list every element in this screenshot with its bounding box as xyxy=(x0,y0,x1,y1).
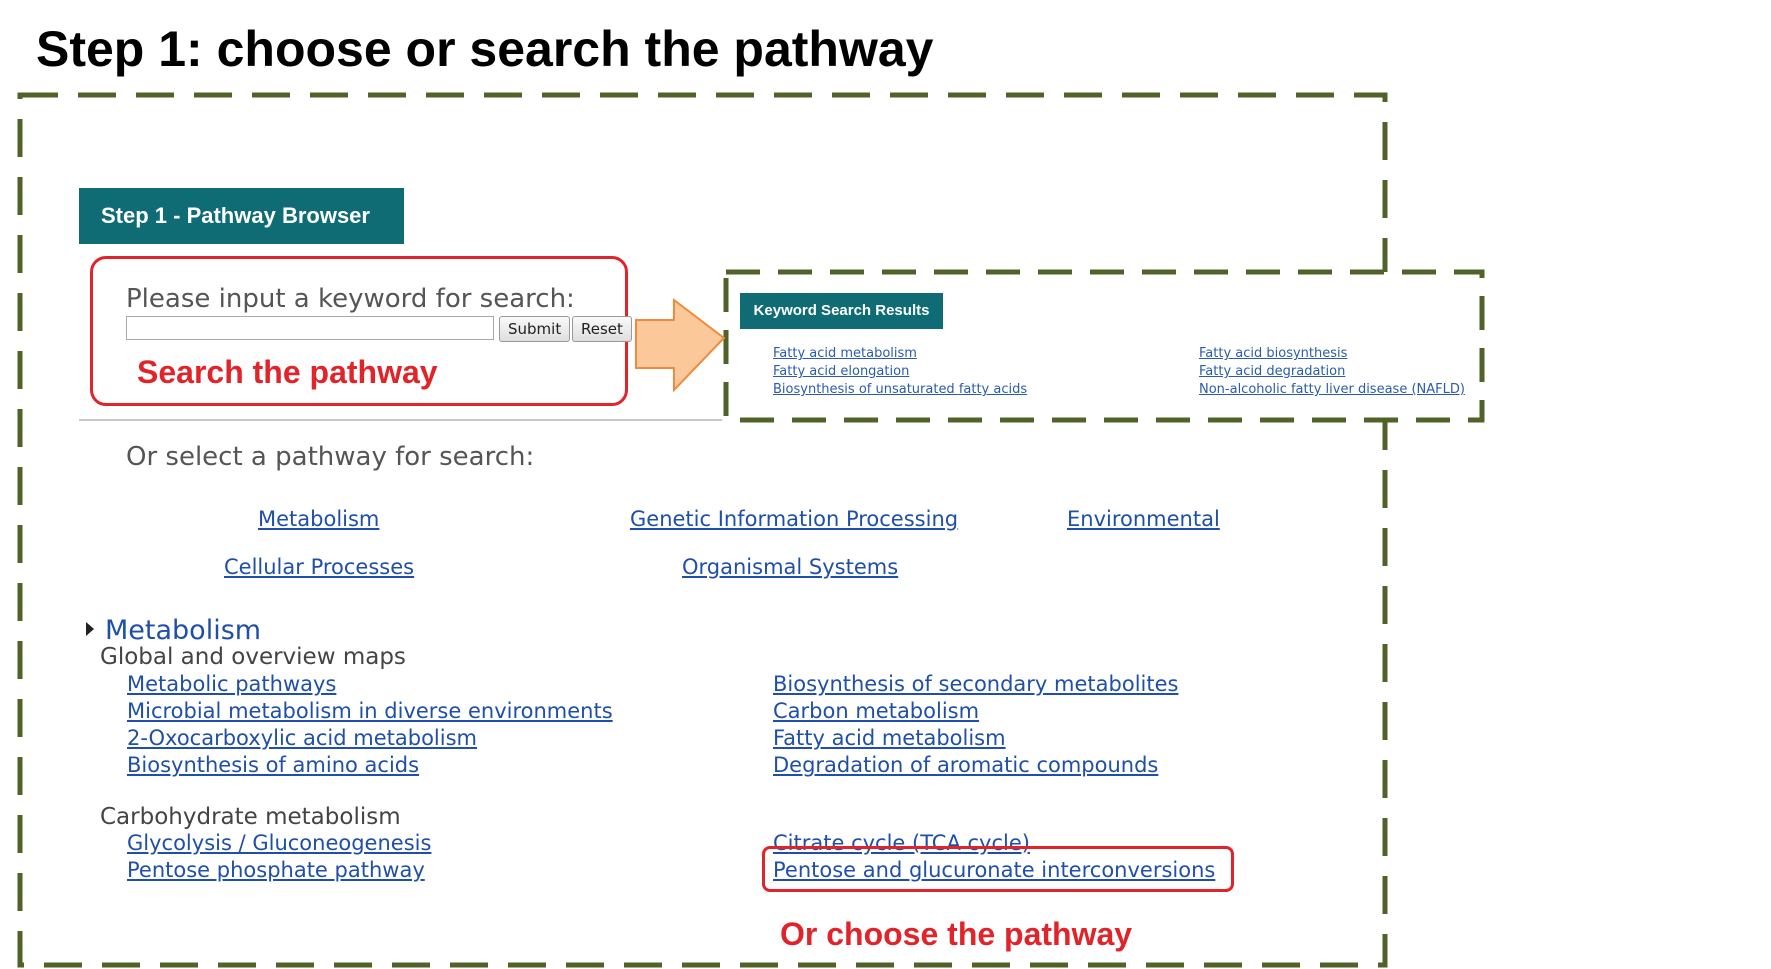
category-cellular-processes[interactable]: Cellular Processes xyxy=(224,555,415,579)
step-header: Step 1 - Pathway Browser xyxy=(79,188,404,244)
keyword-results-header: Keyword Search Results xyxy=(740,293,943,329)
expand-triangle-icon[interactable] xyxy=(86,622,94,636)
select-label: Or select a pathway for search: xyxy=(126,442,535,472)
result-link[interactable]: Fatty acid metabolism xyxy=(773,346,917,361)
result-link[interactable]: Non-alcoholic fatty liver disease (NAFLD… xyxy=(1199,382,1465,397)
pathway-link-highlighted[interactable]: Pentose and glucuronate interconversions xyxy=(773,858,1216,882)
submit-button[interactable]: Submit xyxy=(499,316,571,342)
category-organismal-systems[interactable]: Organismal Systems xyxy=(682,555,899,579)
section-title: Metabolism xyxy=(105,615,262,646)
search-label: Please input a keyword for search: xyxy=(126,284,575,314)
pathway-link[interactable]: Pentose phosphate pathway xyxy=(127,858,425,882)
pathway-link[interactable]: Citrate cycle (TCA cycle) xyxy=(773,831,1030,855)
arrow-icon xyxy=(635,297,726,393)
pathway-link[interactable]: Carbon metabolism xyxy=(773,699,980,723)
category-environmental[interactable]: Environmental xyxy=(1067,507,1220,531)
pathway-link[interactable]: Biosynthesis of secondary metabolites xyxy=(773,672,1179,696)
choose-highlight-box xyxy=(762,846,1234,892)
sub-heading-carbohydrate: Carbohydrate metabolism xyxy=(100,804,401,830)
pathway-link[interactable]: Microbial metabolism in diverse environm… xyxy=(127,699,613,723)
pathway-link[interactable]: Glycolysis / Gluconeogenesis xyxy=(127,831,432,855)
result-link[interactable]: Fatty acid degradation xyxy=(1199,364,1346,379)
result-link[interactable]: Fatty acid elongation xyxy=(773,364,910,379)
result-link[interactable]: Fatty acid biosynthesis xyxy=(1199,346,1348,361)
pathway-link[interactable]: Biosynthesis of amino acids xyxy=(127,753,420,777)
reset-button[interactable]: Reset xyxy=(572,316,632,342)
pathway-link[interactable]: Fatty acid metabolism xyxy=(773,726,1006,750)
choose-annotation: Or choose the pathway xyxy=(780,916,1133,952)
pathway-link[interactable]: Degradation of aromatic compounds xyxy=(773,753,1159,777)
search-annotation: Search the pathway xyxy=(137,354,438,390)
category-metabolism[interactable]: Metabolism xyxy=(258,507,380,531)
divider xyxy=(79,419,722,421)
pathway-link[interactable]: Metabolic pathways xyxy=(127,672,337,696)
result-link[interactable]: Biosynthesis of unsaturated fatty acids xyxy=(773,382,1028,397)
category-genetic-information[interactable]: Genetic Information Processing xyxy=(630,507,959,531)
pathway-link[interactable]: 2-Oxocarboxylic acid metabolism xyxy=(127,726,477,750)
sub-heading-global: Global and overview maps xyxy=(100,644,406,670)
keyword-search-input[interactable] xyxy=(126,316,494,340)
slide-title: Step 1: choose or search the pathway xyxy=(36,21,934,77)
